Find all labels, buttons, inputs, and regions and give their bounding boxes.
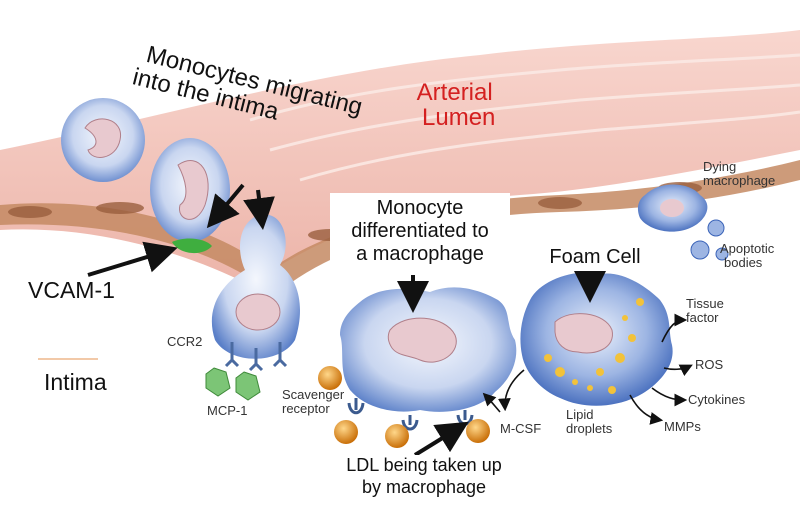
mcp1-molecule: [205, 367, 231, 397]
monocyte-free: [61, 98, 145, 182]
dying-macrophage: [637, 184, 708, 232]
label-vcam1: VCAM-1: [28, 277, 115, 303]
label-arterial-lumen: Arterial Lumen: [416, 79, 496, 132]
label-dying-macrophage: Dying macrophage: [703, 159, 776, 188]
label-mcp1: MCP-1: [207, 403, 248, 418]
label-foam-cell: Foam Cell: [540, 246, 650, 269]
monocyte-transmigrating: [205, 214, 300, 401]
ldl-particles: [318, 366, 490, 448]
label-ldl-uptake: LDL being taken up by macrophage: [318, 455, 530, 499]
label-mmps: MMPs: [664, 419, 701, 434]
vcam1-molecule: [172, 238, 212, 254]
label-ccr2: CCR2: [167, 334, 203, 349]
label-tissue-factor: Tissue factor: [686, 296, 724, 325]
label-intima: Intima: [44, 369, 107, 395]
label-cytokines: Cytokines: [688, 392, 746, 407]
foam-cell: [520, 272, 673, 406]
label-lipid-droplets: Lipid droplets: [566, 407, 613, 436]
foam-cell-output-arrows: [482, 313, 693, 425]
label-apoptotic-bodies: Apoptotic bodies: [720, 241, 775, 270]
label-monocyte-differentiated: Monocyte differentiated to a macrophage: [330, 193, 510, 270]
callout-arrows: [87, 183, 606, 457]
label-ros: ROS: [695, 357, 724, 372]
label-scavenger-receptor: Scavenger receptor: [282, 387, 345, 416]
macrophage: [340, 287, 517, 431]
mcp1-molecule: [235, 371, 261, 401]
label-mcsf: M-CSF: [500, 421, 542, 436]
apoptotic-bodies: [690, 219, 729, 261]
